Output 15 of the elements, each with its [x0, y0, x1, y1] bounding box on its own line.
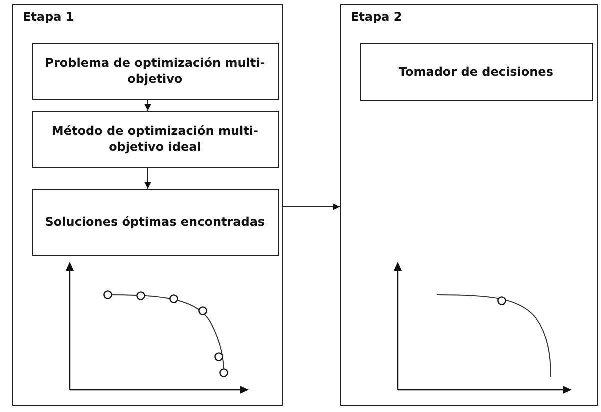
arrow — [282, 204, 340, 210]
process-box — [32, 110, 279, 168]
stage-panel — [340, 4, 598, 406]
stage-heading: Etapa 2 — [351, 10, 402, 24]
stage-heading: Etapa 1 — [23, 10, 74, 24]
box-label: Problema de optimización multi-objetivo — [44, 55, 266, 88]
box-label: Tomador de decisiones — [398, 64, 554, 80]
box-label: Soluciones óptimas encontradas — [44, 214, 266, 230]
box-label: Método de optimización multi-objetivo ideal — [50, 123, 260, 156]
arrow — [144, 168, 152, 190]
process-box — [32, 188, 279, 256]
process-box — [360, 42, 593, 101]
stage-panel — [12, 4, 283, 406]
arrow — [144, 100, 152, 112]
process-box — [32, 42, 279, 100]
